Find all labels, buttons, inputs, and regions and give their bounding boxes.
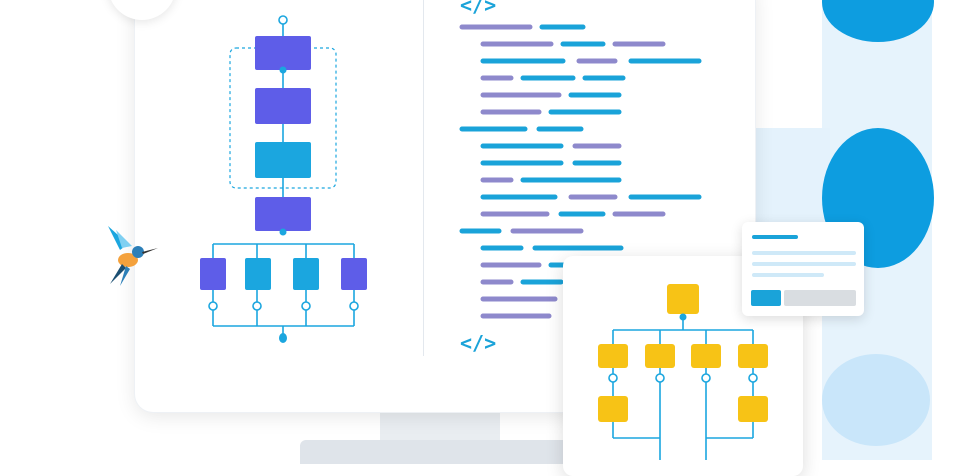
connector-node [301, 301, 311, 311]
connector-node [748, 373, 758, 383]
form-text-line [752, 262, 856, 266]
hummingbird-icon [108, 226, 158, 286]
form-primary-button[interactable] [751, 290, 781, 306]
connector-node [608, 373, 618, 383]
flowchart-diagram [200, 15, 367, 343]
org-node-1 [598, 344, 628, 368]
code-open-tag: </> [460, 0, 497, 17]
connector-node [279, 333, 287, 343]
code-lines [459, 24, 702, 319]
form-text-line [752, 273, 824, 277]
connector-node [679, 313, 687, 321]
connector-node [252, 301, 262, 311]
blue-blob-top [822, 0, 934, 42]
flow-leaf-2 [245, 258, 271, 290]
form-text-line [752, 251, 856, 255]
screen-divider [423, 0, 424, 356]
org-node-root [667, 284, 699, 314]
flow-node-3 [255, 142, 311, 178]
org-node-6 [738, 396, 768, 422]
org-node-4 [738, 344, 768, 368]
webcam-bubble [108, 0, 176, 20]
connector-node [701, 373, 711, 383]
background-decoration [755, 0, 934, 460]
form-card [742, 222, 864, 316]
connector-node [655, 373, 665, 383]
org-node-3 [691, 344, 721, 368]
flow-node-1 [255, 36, 311, 70]
flow-node-4 [255, 197, 311, 231]
form-title-bar [752, 235, 798, 239]
monitor-stand-base [300, 440, 580, 464]
org-node-2 [645, 344, 675, 368]
flow-leaf-4 [341, 258, 367, 290]
flow-leaf-1 [200, 258, 226, 290]
code-close-tag: </> [460, 331, 497, 355]
light-blue-block [755, 128, 830, 238]
org-node-5 [598, 396, 628, 422]
org-chart-diagram [598, 284, 768, 460]
connector-node [279, 228, 287, 236]
flow-leaf-3 [293, 258, 319, 290]
connector-node [349, 301, 359, 311]
connector-node [208, 301, 218, 311]
light-blue-blob-bottom [822, 354, 930, 446]
connector-node [278, 15, 288, 25]
connector-node [279, 66, 287, 74]
form-secondary-button[interactable] [784, 290, 856, 306]
flow-node-2 [255, 88, 311, 124]
